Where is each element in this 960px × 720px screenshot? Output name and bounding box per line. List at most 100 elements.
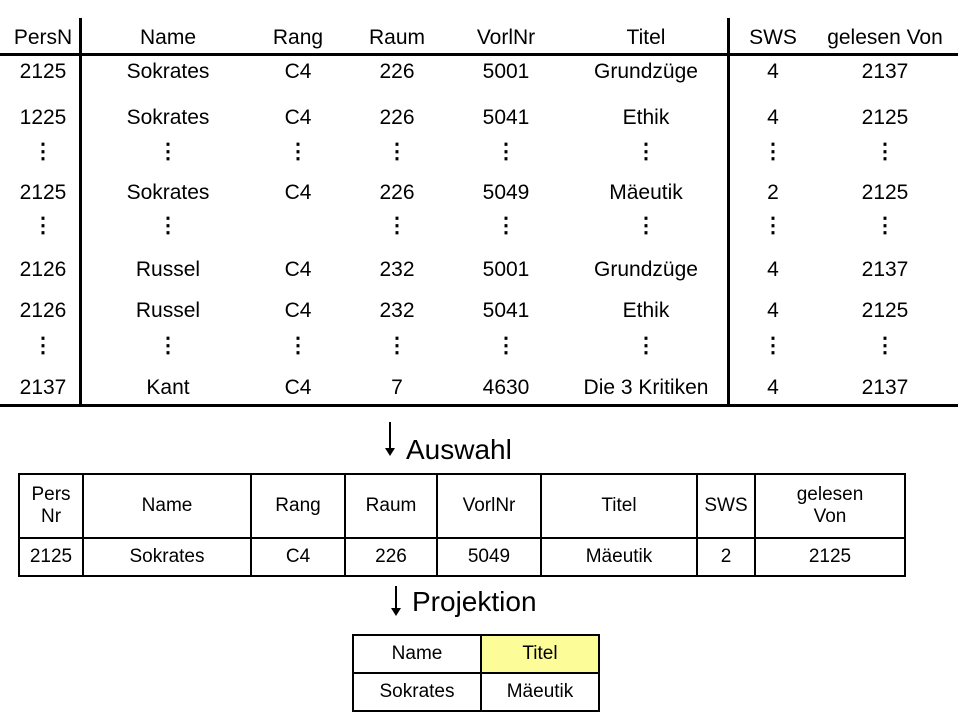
table-cell: 2125 (861, 106, 909, 129)
projection-result-table: Name Titel Sokrates Mäeutik (352, 634, 600, 712)
table-cell: Die 3 Kritiken (583, 376, 709, 399)
table-cell: 5001 (482, 60, 530, 83)
ellipsis-icon: ⋮ (386, 214, 408, 237)
table-cell: 4 (767, 376, 779, 399)
table-cell: C4 (284, 299, 312, 322)
table-cell: 7 (391, 376, 403, 399)
table-header-row: Name Titel (352, 634, 600, 674)
ellipsis-icon: ⋮ (32, 334, 54, 357)
header-cell: PersN (13, 26, 73, 49)
table-cell: Sokrates (126, 60, 210, 83)
ellipsis-icon: ⋮ (287, 334, 309, 357)
header-cell: gelesen Von (754, 473, 906, 539)
table-cell: 4 (767, 60, 779, 83)
ellipsis-icon: ⋮ (762, 334, 784, 357)
table-cell: 1225 (19, 106, 67, 129)
ellipsis-icon: ⋮ (635, 140, 657, 163)
table-cell: 2125 (19, 181, 67, 204)
table-row: 2125 Sokrates C4 226 5049 Mäeutik 2 2125 (18, 537, 906, 577)
table-header-row: PersNr Name Rang Raum VorlNr Titel SWS g… (18, 473, 906, 539)
cell: Mäeutik (480, 672, 600, 712)
column-divider (79, 18, 82, 404)
table-cell: Mäeutik (609, 181, 683, 204)
header-cell: VorlNr (436, 473, 542, 539)
table-cell: Grundzüge (594, 60, 698, 83)
cell: Sokrates (352, 672, 482, 712)
ellipsis-icon: ⋮ (157, 214, 179, 237)
table-cell: 5001 (482, 258, 530, 281)
table-cell: Grundzüge (594, 258, 698, 281)
down-arrow-icon (382, 422, 398, 456)
table-cell: C4 (284, 60, 312, 83)
table-cell: Ethik (622, 299, 670, 322)
table-cell: 2125 (861, 299, 909, 322)
ellipsis-icon: ⋮ (874, 334, 896, 357)
column-divider (727, 18, 730, 404)
table-cell: 232 (379, 299, 415, 322)
header-cell: Rang (272, 26, 324, 49)
table-cell: Sokrates (126, 181, 210, 204)
header-cell: gelesen Von (827, 26, 943, 49)
ellipsis-icon: ⋮ (495, 334, 517, 357)
ellipsis-icon: ⋮ (495, 214, 517, 237)
table-cell: 226 (379, 181, 415, 204)
projection-label: Projektion (412, 586, 537, 617)
ellipsis-icon: ⋮ (32, 214, 54, 237)
header-cell: PersNr (18, 473, 84, 539)
cell: 5049 (436, 537, 542, 577)
ellipsis-icon: ⋮ (287, 140, 309, 163)
table-cell: Kant (146, 376, 190, 399)
table-cell: 2137 (861, 258, 909, 281)
ellipsis-icon: ⋮ (157, 140, 179, 163)
table-cell: 4630 (482, 376, 530, 399)
cell: 226 (344, 537, 438, 577)
selection-result-table: PersNr Name Rang Raum VorlNr Titel SWS g… (18, 473, 906, 577)
table-cell: Russel (135, 258, 201, 281)
ellipsis-icon: ⋮ (386, 140, 408, 163)
cell: Sokrates (82, 537, 252, 577)
header-cell: Name (82, 473, 252, 539)
header-cell: Name (139, 26, 197, 49)
ellipsis-icon: ⋮ (32, 140, 54, 163)
cell: Mäeutik (540, 537, 698, 577)
table-cell: 2 (767, 181, 779, 204)
table-cell: Ethik (622, 106, 670, 129)
table-cell: Russel (135, 299, 201, 322)
table-cell: 2125 (861, 181, 909, 204)
table-cell: 5041 (482, 299, 530, 322)
header-cell: SWS (749, 26, 797, 49)
table-cell: 2126 (19, 258, 67, 281)
header-cell: Rang (250, 473, 346, 539)
table-row: Sokrates Mäeutik (352, 672, 600, 712)
table-cell: C4 (284, 376, 312, 399)
header-cell: Titel (626, 26, 666, 49)
table-cell: C4 (284, 258, 312, 281)
ellipsis-icon: ⋮ (874, 214, 896, 237)
table-cell: 2137 (861, 60, 909, 83)
cell: 2125 (18, 537, 84, 577)
selection-label: Auswahl (406, 434, 512, 465)
table-cell: 2125 (19, 60, 67, 83)
header-cell: SWS (696, 473, 756, 539)
table-cell: 5041 (482, 106, 530, 129)
table-cell: 2137 (19, 376, 67, 399)
table-cell: 2126 (19, 299, 67, 322)
cell: C4 (250, 537, 346, 577)
down-arrow-icon (388, 586, 404, 616)
table-cell: 226 (379, 106, 415, 129)
table-cell: 232 (379, 258, 415, 281)
table-cell: 2137 (861, 376, 909, 399)
ellipsis-icon: ⋮ (762, 214, 784, 237)
ellipsis-icon: ⋮ (157, 334, 179, 357)
cell: 2 (696, 537, 756, 577)
header-cell: Titel (540, 473, 698, 539)
header-cell: Name (352, 634, 482, 674)
header-cell: Raum (368, 26, 426, 49)
table-cell: C4 (284, 181, 312, 204)
ellipsis-icon: ⋮ (495, 140, 517, 163)
table-cell: 4 (767, 258, 779, 281)
ellipsis-icon: ⋮ (762, 140, 784, 163)
header-cell-highlighted: Titel (480, 634, 600, 674)
header-separator (0, 53, 958, 56)
table-cell: 4 (767, 299, 779, 322)
